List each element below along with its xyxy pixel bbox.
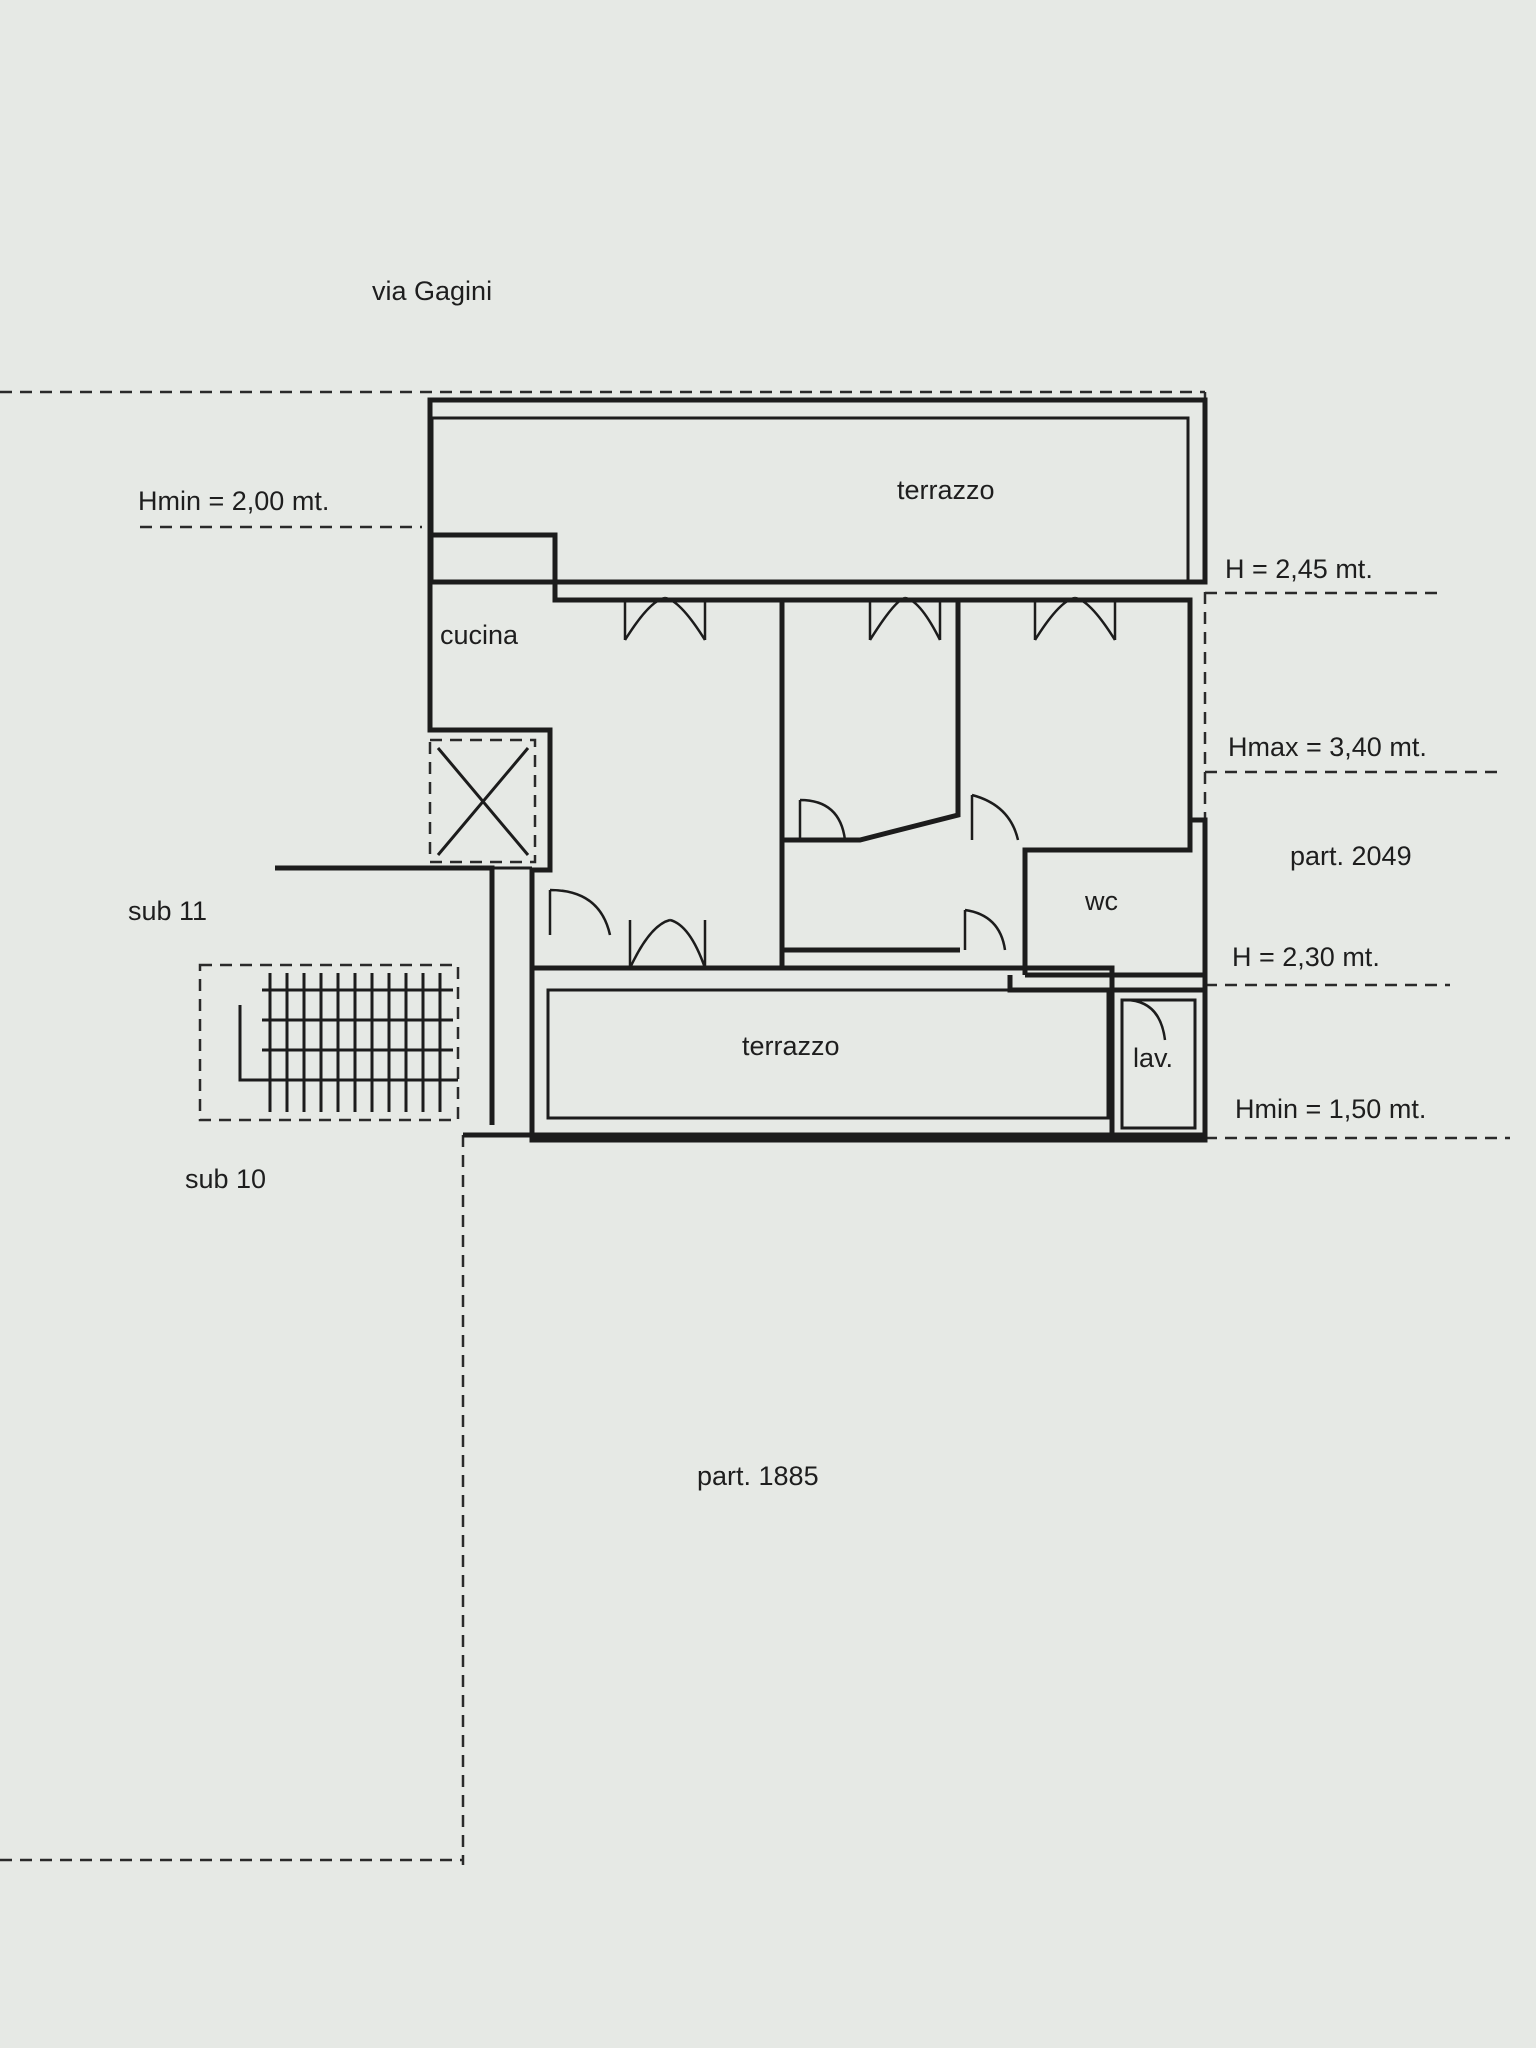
stair-landing (238, 1005, 458, 1082)
label-street: via Gagini (372, 276, 492, 306)
stair-outline (198, 963, 460, 1122)
wall-terrazzo-top (427, 397, 1208, 585)
door-terrazzo-bottom (628, 918, 707, 969)
height-leader-lines (140, 525, 1510, 1140)
property-boundaries (0, 390, 1207, 1865)
wall-partition-4 (1022, 820, 1193, 975)
door-wc (963, 908, 1007, 951)
label-hmax: Hmax = 3,40 mt. (1228, 732, 1427, 762)
wall-terrazzo-top-inner (430, 416, 1190, 583)
door-room-1 (798, 798, 847, 841)
door-room-2 (970, 793, 1020, 841)
label-hmin-right: Hmin = 1,50 mt. (1235, 1094, 1426, 1124)
label-sub-11: sub 11 (128, 896, 207, 926)
shaft (428, 738, 537, 864)
door-terrazzo-2 (868, 596, 942, 641)
shaft-cross (436, 747, 530, 856)
wall-apartment-outline (430, 532, 1208, 1140)
parcel-labels: via Gagini part. 2049 sub 11 sub 10 part… (128, 276, 1412, 1491)
label-terrazzo-top: terrazzo (897, 475, 995, 505)
label-h-245: H = 2,45 mt. (1225, 554, 1373, 584)
label-sub-10: sub 10 (185, 1164, 266, 1194)
staircase (198, 963, 460, 1122)
doors (548, 596, 1167, 1041)
label-terrazzo-bottom: terrazzo (742, 1031, 840, 1061)
wall-lav (1109, 987, 1208, 1143)
wall-left-wing (275, 865, 495, 1125)
label-h-230: H = 2,30 mt. (1232, 942, 1380, 972)
label-part-2049: part. 2049 (1290, 841, 1412, 871)
shaft-box (428, 738, 537, 864)
label-wc: wc (1084, 886, 1118, 916)
label-hmin-left: Hmin = 2,00 mt. (138, 486, 329, 516)
room-labels: terrazzo cucina wc terrazzo lav. (440, 475, 1173, 1073)
label-part-1885: part. 1885 (697, 1461, 819, 1491)
height-labels: Hmin = 2,00 mt. H = 2,45 mt. Hmax = 3,40… (138, 486, 1427, 1124)
door-terrazzo-1 (623, 596, 707, 641)
wall-partition-2 (845, 600, 961, 843)
wall-terrazzo-bottom-inner (546, 988, 1110, 1120)
door-living (548, 888, 612, 936)
door-lav (1124, 998, 1167, 1041)
walls (275, 397, 1208, 1143)
label-cucina: cucina (440, 620, 519, 650)
door-terrazzo-3 (1033, 596, 1117, 641)
label-lav: lav. (1133, 1043, 1173, 1073)
